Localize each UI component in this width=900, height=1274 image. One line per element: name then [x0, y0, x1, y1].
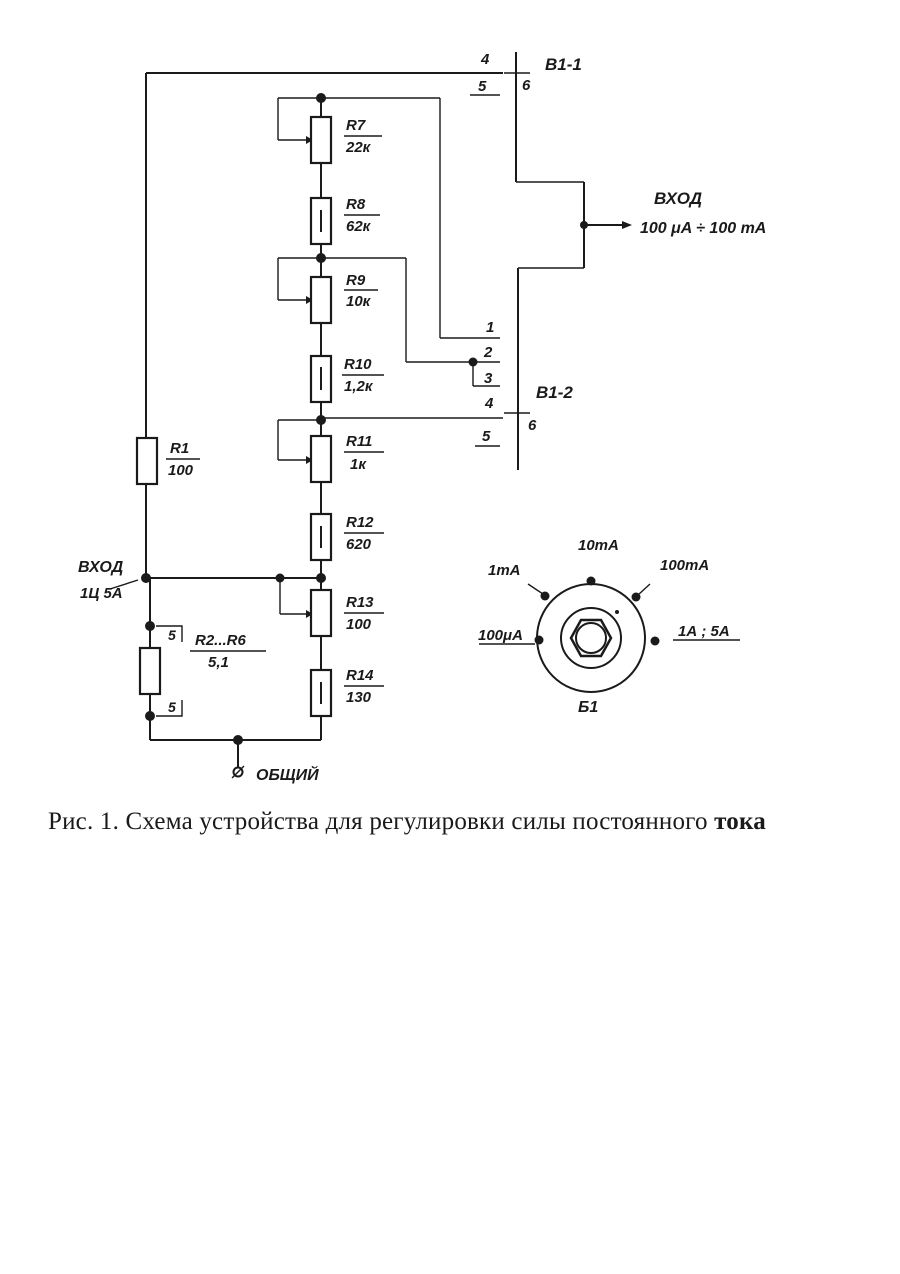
switch-b1-1-pin5: 5: [478, 78, 487, 95]
wire-pin4-to-r1: [145, 72, 503, 440]
switch-b1-2-pin4: 4: [484, 395, 494, 412]
r14-value: 130: [346, 689, 372, 706]
input-high-range: 1Ц 5А: [80, 585, 123, 602]
input-high-label: ВХОД: [78, 559, 124, 576]
rotary-switch-b1: [479, 576, 740, 693]
knob-pos-100ua: 100μA: [478, 627, 523, 644]
knob-pos-1ma: 1mA: [488, 562, 521, 579]
r8-name: R8: [346, 196, 366, 213]
input-main-arrow: [580, 221, 632, 229]
resistor-r13: [309, 588, 333, 638]
r12-name: R12: [346, 514, 374, 531]
switch-b1-1-pin4: 4: [480, 51, 490, 68]
wire-r7-to-pin1: [321, 97, 500, 339]
r10-value: 1,2к: [344, 378, 374, 395]
r13-value: 100: [346, 616, 372, 633]
switch-b1-bus: [504, 52, 585, 470]
resistor-r7: [309, 115, 333, 165]
r11-name: R11: [346, 433, 372, 450]
r7-name: R7: [346, 117, 366, 134]
circuit-schematic: В1-1 4 5 6 1 2 3 4 5 6 В1-2 ВХОД 100 μA …: [78, 51, 766, 784]
r14-name: R14: [346, 667, 374, 684]
r10-name: R10: [344, 356, 372, 373]
r13-name: R13: [346, 594, 374, 611]
caption-bold: тока: [714, 808, 766, 835]
resistor-r9: [309, 275, 333, 325]
switch-b1-2-pin3: 3: [484, 370, 493, 387]
r12-value: 620: [346, 536, 372, 553]
knob-label: Б1: [578, 699, 598, 716]
knob-pos-100ma: 100mA: [660, 557, 709, 574]
r1-value: 100: [168, 462, 194, 479]
resistor-r1: [135, 436, 159, 486]
switch-b1-2-pin2: 2: [483, 344, 493, 361]
switch-b1-2-label: В1-2: [536, 383, 573, 402]
knob-pos-10ma: 10mA: [578, 537, 619, 554]
switch-b1-1-label: В1-1: [545, 55, 582, 74]
r7-value: 22к: [345, 139, 372, 156]
switch-b1-2-pin5: 5: [482, 428, 491, 445]
switch-b1-2-pin6: 6: [528, 417, 537, 434]
input-main-range: 100 μA ÷ 100 mA: [640, 220, 766, 237]
r2-r6-name: R2...R6: [195, 632, 247, 649]
caption-text: Рис. 1. Схема устройства для регулировки…: [48, 808, 708, 835]
wire-r9-to-pin2: [321, 257, 500, 387]
resistor-r11: [309, 434, 333, 484]
resistor-chain: [277, 93, 333, 740]
left-branch: [109, 436, 321, 779]
knob-pos-1a5a: 1А ; 5А: [678, 623, 730, 640]
resistor-r2-r6: [138, 646, 162, 696]
r9-value: 10к: [346, 293, 372, 310]
switch-b1-2-pin1: 1: [486, 319, 494, 336]
r8-value: 62к: [346, 218, 372, 235]
r2-r6-mark-a: 5: [168, 627, 176, 643]
r1-name: R1: [170, 440, 189, 457]
r9-name: R9: [346, 272, 366, 289]
common-label: ОБЩИЙ: [256, 764, 319, 784]
input-main-label: ВХОД: [654, 189, 702, 208]
switch-b1-1-pin6: 6: [522, 77, 531, 94]
r2-r6-mark-b: 5: [168, 699, 176, 715]
r11-value: 1к: [350, 456, 367, 473]
r2-r6-value: 5,1: [208, 654, 229, 671]
figure-caption: Рис. 1. Схема устройства для регулировки…: [48, 808, 868, 836]
